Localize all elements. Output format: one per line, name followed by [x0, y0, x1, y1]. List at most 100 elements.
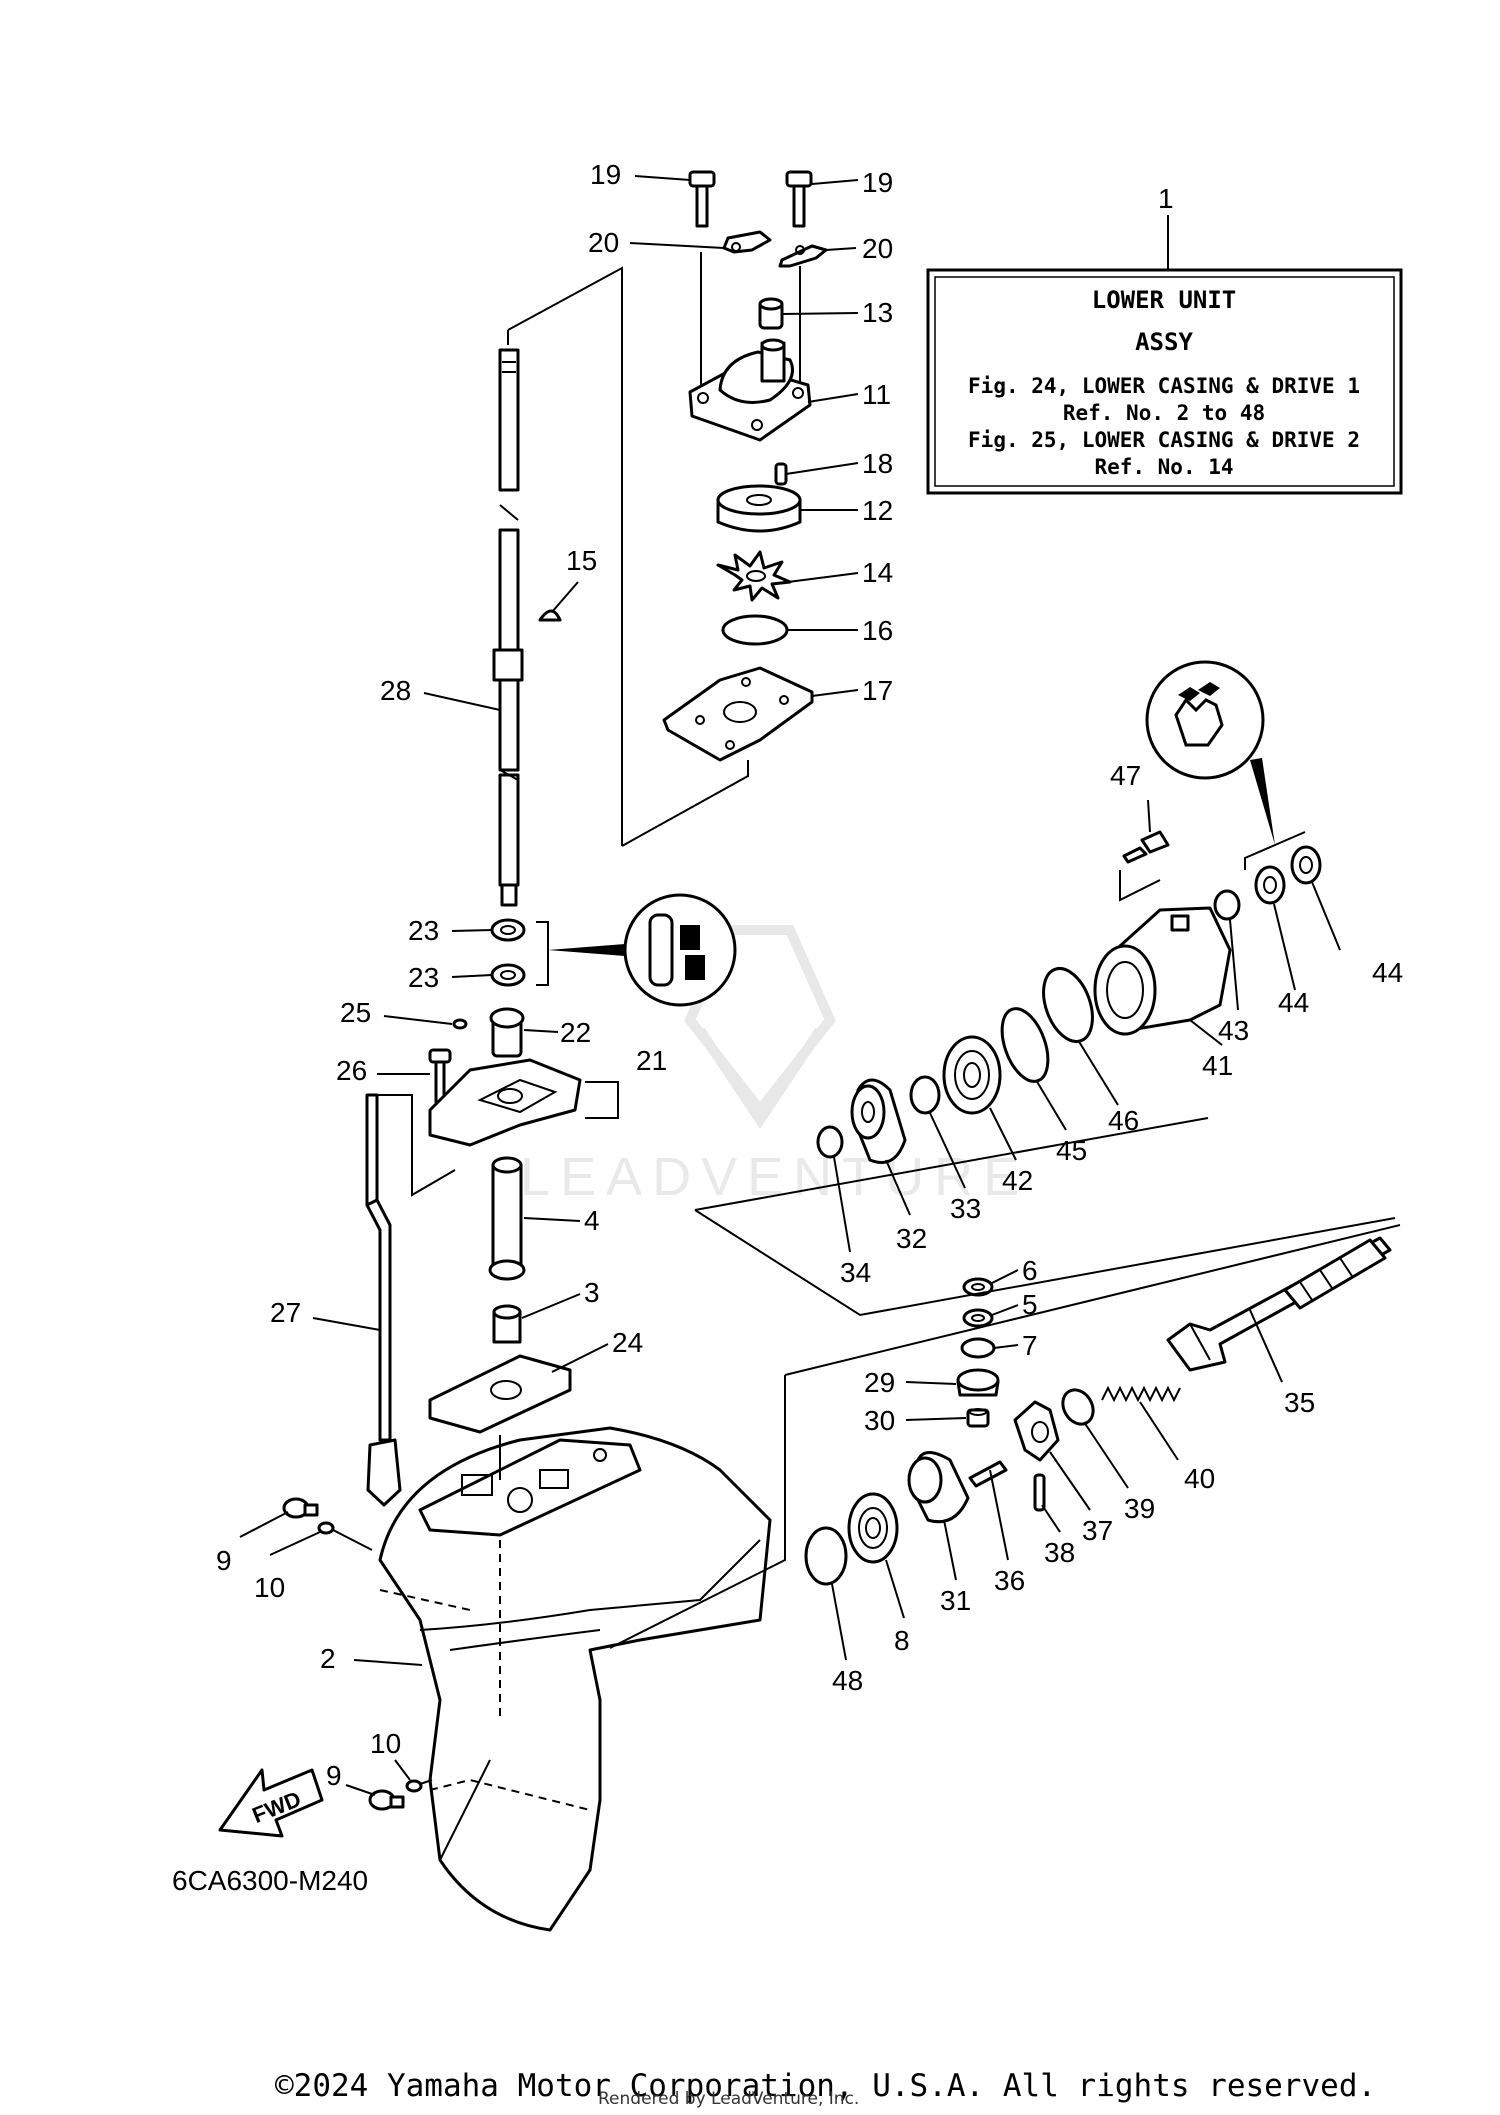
pump-housing-11 — [688, 338, 812, 442]
copyright-notice: ©2024 Yamaha Motor Corporation, U.S.A. A… — [275, 2068, 1377, 2104]
grease-symbol-upper — [1145, 660, 1265, 780]
callout-12: 12 — [862, 495, 893, 526]
callout-38: 38 — [1044, 1537, 1075, 1568]
grease-pointer-upper — [1250, 758, 1275, 845]
o-ring-45 — [1000, 1007, 1050, 1083]
forward-gear-31 — [907, 1451, 970, 1524]
callout-19-left: 19 — [590, 159, 621, 190]
water-pump-group — [507, 170, 828, 847]
callout-leaders — [239, 175, 1341, 1796]
callout-16: 16 — [862, 615, 893, 646]
bolt-47 — [1122, 830, 1170, 864]
plate-20-left — [722, 230, 772, 254]
callout-40: 40 — [1184, 1463, 1215, 1494]
washer-10-lower — [405, 1779, 423, 1793]
callout-2: 2 — [320, 1643, 336, 1674]
callout-27: 27 — [270, 1297, 301, 1328]
grease-pointer — [548, 944, 625, 956]
bearing-housing-41 — [1093, 906, 1232, 1036]
washer-10-upper — [317, 1521, 335, 1535]
callout-1: 1 — [1158, 183, 1174, 214]
box-line-1: LOWER UNIT — [1092, 286, 1237, 314]
callout-42: 42 — [1002, 1165, 1033, 1196]
insert-13 — [758, 297, 784, 330]
callout-22: 22 — [560, 1017, 591, 1048]
o-ring-46 — [1042, 967, 1094, 1043]
callout-26: 26 — [336, 1055, 367, 1086]
rendered-by-note: Rendered by LeadVenture, Inc. — [598, 2089, 860, 2109]
callout-33: 33 — [950, 1193, 981, 1224]
drive-shaft-28 — [492, 330, 562, 907]
callout-14: 14 — [862, 557, 893, 588]
bolt-9-upper — [282, 1497, 319, 1519]
shim-48 — [804, 1526, 848, 1586]
callout-37: 37 — [1082, 1515, 1113, 1546]
grease-symbol-lower — [623, 893, 737, 1007]
callout-43: 43 — [1218, 1015, 1249, 1046]
callout-8: 8 — [894, 1625, 910, 1656]
pin-18 — [774, 462, 788, 486]
callout-13: 13 — [862, 297, 893, 328]
callout-4: 4 — [584, 1205, 600, 1236]
key-15 — [538, 609, 562, 622]
callout-46: 46 — [1108, 1105, 1139, 1136]
callout-20-left: 20 — [588, 227, 619, 258]
callout-5: 5 — [1022, 1289, 1038, 1320]
seal-44-left — [1254, 865, 1286, 905]
callout-48: 48 — [832, 1665, 863, 1696]
callout-24: 24 — [612, 1327, 643, 1358]
callout-44-left: 44 — [1278, 987, 1309, 1018]
callout-41: 41 — [1202, 1050, 1233, 1081]
callout-29: 29 — [864, 1367, 895, 1398]
callout-20-right: 20 — [862, 233, 893, 264]
propeller-shaft-35 — [1166, 1236, 1392, 1372]
spring-40 — [1101, 1385, 1181, 1403]
oil-seal-22 — [489, 1007, 525, 1058]
callout-3: 3 — [584, 1277, 600, 1308]
washer-6 — [962, 1277, 994, 1297]
callout-39: 39 — [1124, 1493, 1155, 1524]
callout-23-lower: 23 — [408, 962, 439, 993]
dog-clutch-37 — [1013, 1400, 1060, 1462]
callout-25: 25 — [340, 997, 371, 1028]
callout-15: 15 — [566, 545, 597, 576]
callout-21: 21 — [636, 1045, 667, 1076]
callout-6: 6 — [1022, 1255, 1038, 1286]
callout-47: 47 — [1110, 760, 1141, 791]
callout-30: 30 — [864, 1405, 895, 1436]
callout-34: 34 — [840, 1257, 871, 1288]
bolt-9-lower — [368, 1789, 405, 1811]
plate-20-right — [778, 244, 828, 268]
seal-housing-21 — [428, 1058, 582, 1147]
diagram-code: 6CA6300-M240 — [172, 1865, 368, 1896]
reverse-gear-32 — [850, 1078, 907, 1164]
callout-44-right: 44 — [1372, 957, 1403, 988]
pin-38 — [1033, 1473, 1046, 1512]
callout-9-upper: 9 — [216, 1545, 232, 1576]
callout-23-upper: 23 — [408, 915, 439, 946]
callout-7: 7 — [1022, 1330, 1038, 1361]
bolt-19-right — [785, 170, 813, 228]
bearing-23-lower — [490, 963, 526, 987]
washer-5 — [962, 1308, 994, 1328]
callout-31: 31 — [940, 1585, 971, 1616]
o-ring-16 — [721, 614, 789, 646]
water-tube-4 — [488, 1156, 526, 1281]
box-line-6: Ref. No. 14 — [1094, 455, 1233, 479]
callout-10-lower: 10 — [370, 1728, 401, 1759]
shift-rod-27 — [365, 1093, 413, 1507]
washer-34 — [816, 1125, 844, 1159]
bearing-42 — [942, 1035, 1002, 1115]
impeller-14 — [716, 550, 792, 602]
box-line-2: ASSY — [1135, 328, 1193, 356]
shift-slider-36 — [968, 1460, 1008, 1488]
shim-33 — [909, 1075, 941, 1115]
washer-7 — [960, 1337, 996, 1359]
callout-28: 28 — [380, 675, 411, 706]
callout-19-right: 19 — [862, 167, 893, 198]
bearing-23-upper — [490, 918, 526, 942]
callout-35: 35 — [1284, 1387, 1315, 1418]
callout-17: 17 — [862, 675, 893, 706]
ball-25 — [452, 1018, 468, 1030]
